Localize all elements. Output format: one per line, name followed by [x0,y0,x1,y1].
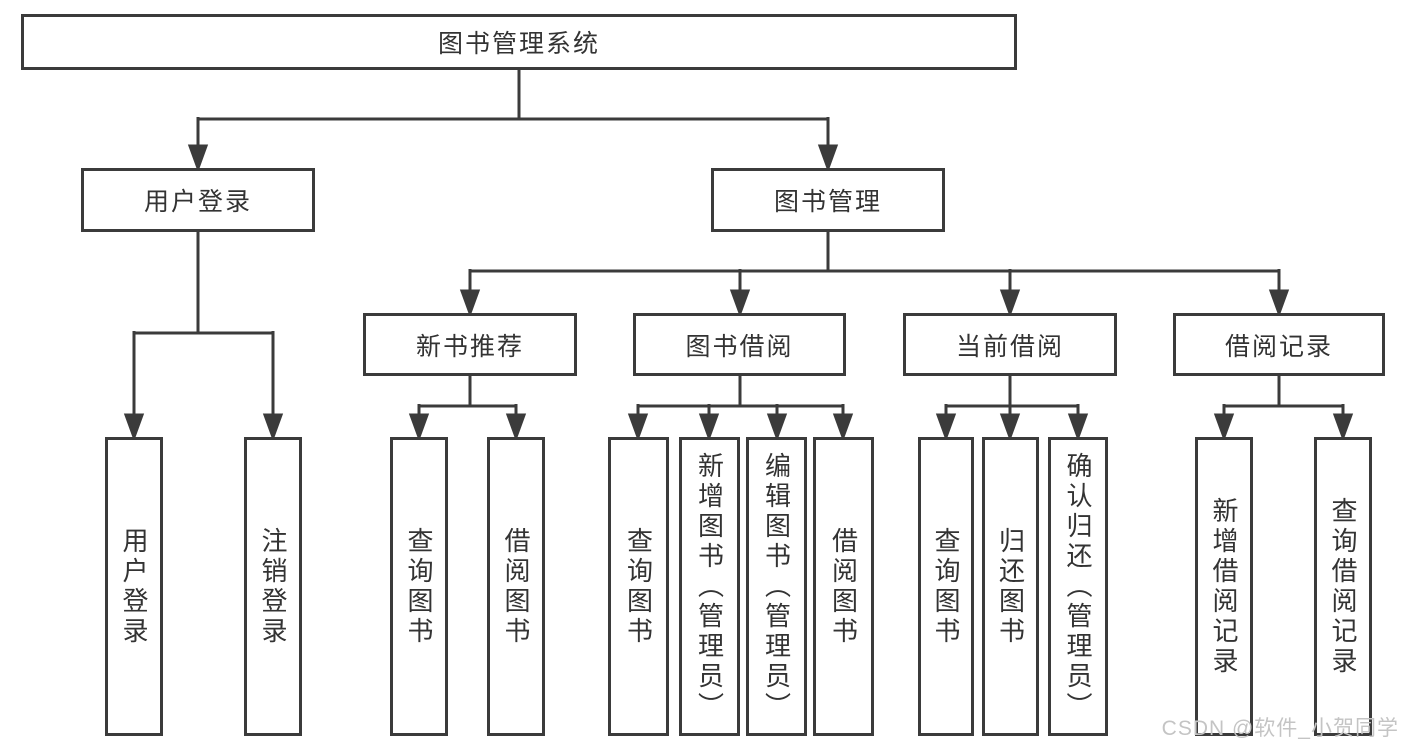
connector-new-book-children [408,376,527,442]
node-new-book-recommendation: 新书推荐 [363,313,577,376]
leaf-confirm-return-admin: 确认归还（管理员） [1048,437,1108,736]
connector-user-login-children [123,232,284,442]
leaf-add-borrow-record: 新增借阅记录 [1195,437,1253,736]
leaf-user-login: 用户登录 [105,437,163,736]
connector-borrowing-records-children [1213,376,1354,442]
leaf-query-books-recommend: 查询图书 [390,437,448,736]
leaf-edit-books-admin: 编辑图书（管理员） [746,437,807,736]
connector-book-management-children [459,232,1290,318]
csdn-watermark: CSDN @软件_小贺同学 [1161,717,1399,740]
connector-book-borrowing-children [627,376,854,442]
leaf-query-books-borrowing: 查询图书 [608,437,669,736]
node-library-system: 图书管理系统 [21,14,1017,70]
leaf-return-books: 归还图书 [982,437,1039,736]
leaf-add-books-admin: 新增图书（管理员） [679,437,740,736]
leaf-logout: 注销登录 [244,437,302,736]
leaf-borrow-books-borrowing: 借阅图书 [813,437,874,736]
node-book-borrowing: 图书借阅 [633,313,846,376]
leaf-borrow-books-recommend: 借阅图书 [487,437,545,736]
node-borrowing-records: 借阅记录 [1173,313,1385,376]
leaf-query-borrow-record: 查询借阅记录 [1314,437,1372,736]
connector-current-borrowing-children [935,376,1089,442]
node-current-borrowing: 当前借阅 [903,313,1117,376]
node-user-login: 用户登录 [81,168,315,232]
leaf-query-books-current: 查询图书 [918,437,974,736]
connector-root-to-level2 [187,70,839,173]
node-book-management: 图书管理 [711,168,945,232]
